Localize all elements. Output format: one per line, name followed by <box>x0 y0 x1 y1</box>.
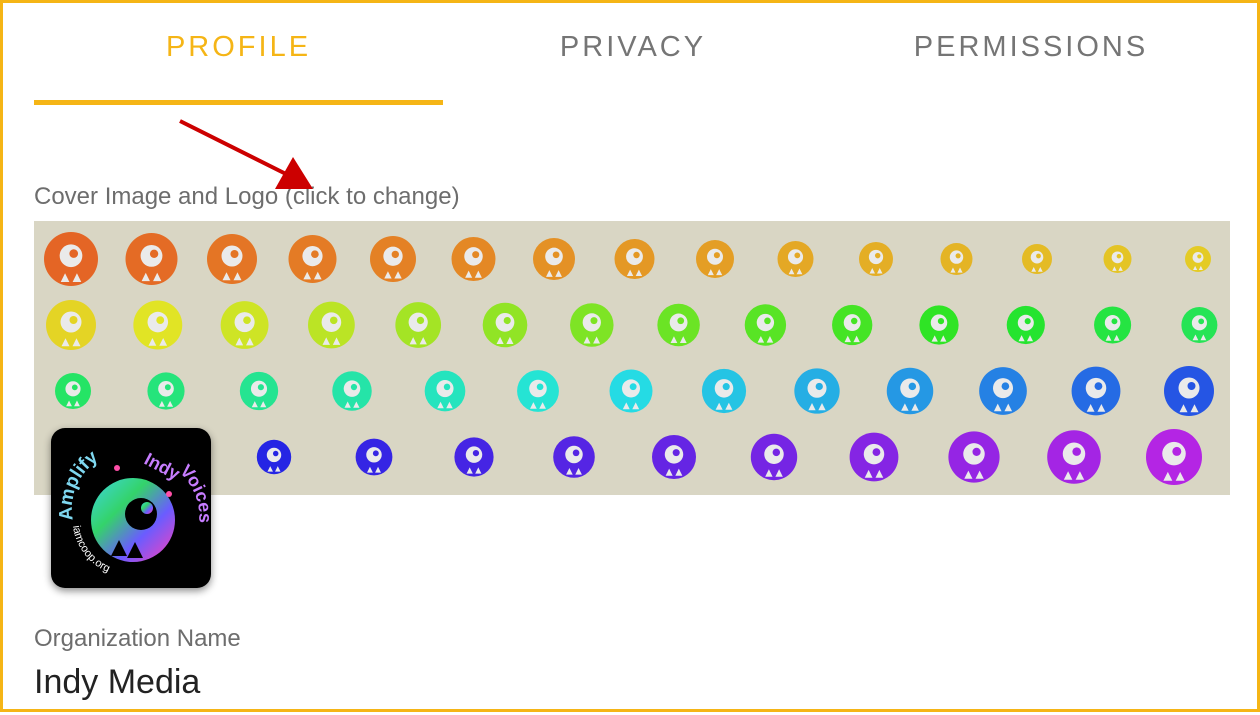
cover-eye-icon <box>370 236 416 282</box>
tab-permissions[interactable]: PERMISSIONS <box>913 31 1149 63</box>
cover-eye-icon <box>652 435 696 479</box>
cover-eye-icon <box>609 369 653 413</box>
cover-eye-icon <box>1071 366 1121 416</box>
logo-text-voices: Voices <box>176 461 211 523</box>
cover-eye-icon <box>451 237 496 281</box>
cover-pattern <box>44 232 1218 485</box>
cover-eye-icon <box>454 437 494 477</box>
cover-eye-icon <box>533 238 575 280</box>
tab-privacy[interactable]: PRIVACY <box>559 31 707 63</box>
cover-eye-icon <box>750 433 798 481</box>
cover-eye-icon <box>147 372 185 410</box>
cover-eye-icon <box>55 373 91 409</box>
organization-name-label: Organization Name <box>34 625 241 652</box>
logo-text-indy: Indy <box>141 449 183 484</box>
cover-eye-icon <box>570 303 614 347</box>
cover-eye-icon <box>46 300 96 350</box>
cover-eye-icon <box>517 370 559 412</box>
cover-eye-icon <box>696 240 734 278</box>
cover-eye-icon <box>614 239 655 279</box>
cover-eye-icon <box>886 367 934 415</box>
cover-eye-icon <box>657 303 700 347</box>
cover-eye-icon <box>1164 366 1214 416</box>
cover-eye-icon <box>1181 307 1218 343</box>
cover-eye-icon <box>553 436 595 478</box>
cover-eye-icon <box>288 235 337 283</box>
cover-eye-icon <box>207 234 257 284</box>
cover-eye-icon <box>832 304 873 346</box>
cover-eye-icon <box>395 302 442 348</box>
cover-eye-icon <box>979 367 1027 415</box>
cover-eye-icon <box>859 242 893 276</box>
active-tab-indicator <box>34 100 443 105</box>
cover-eye-icon <box>849 432 899 482</box>
cover-eye-icon <box>777 241 814 277</box>
cover-eye-icon <box>256 439 292 475</box>
cover-eye-icon <box>701 368 747 414</box>
cover-eye-icon <box>220 301 269 349</box>
cover-eye-icon <box>940 243 973 275</box>
cover-eye-icon <box>133 300 183 350</box>
svg-text:Voices: Voices <box>176 461 211 523</box>
tab-profile[interactable]: PROFILE <box>165 31 312 63</box>
cover-eye-icon <box>1146 429 1202 485</box>
cover-eye-icon <box>424 370 466 412</box>
cover-eye-icon <box>482 302 528 348</box>
cover-eye-icon <box>744 304 787 346</box>
cover-image[interactable] <box>34 221 1230 495</box>
cover-eye-icon <box>1006 305 1045 345</box>
cover-eye-icon <box>919 305 959 345</box>
cover-eye-icon <box>44 232 98 286</box>
cover-eye-icon <box>1022 244 1052 274</box>
cover-image-label: Cover Image and Logo (click to change) <box>34 183 460 210</box>
cover-eye-icon <box>948 431 1000 483</box>
cover-eye-icon <box>1047 430 1101 484</box>
cover-eye-icon <box>308 301 355 349</box>
cover-eye-icon <box>1103 245 1132 273</box>
cover-eye-icon <box>239 371 279 411</box>
cover-eye-icon <box>355 438 393 476</box>
organization-logo[interactable]: Amplify Indy Voices iamcoop.org <box>51 428 211 588</box>
logo-graphic: Amplify Indy Voices iamcoop.org <box>56 446 211 575</box>
cover-eye-icon <box>1185 246 1211 272</box>
tab-bar: PROFILE PRIVACY PERMISSIONS <box>3 3 1260 107</box>
cover-eye-icon <box>1094 306 1132 344</box>
cover-eye-icon <box>794 368 840 414</box>
organization-name-value[interactable]: Indy Media <box>34 663 201 701</box>
cover-eye-icon <box>332 371 372 411</box>
cover-eye-icon <box>125 233 178 285</box>
